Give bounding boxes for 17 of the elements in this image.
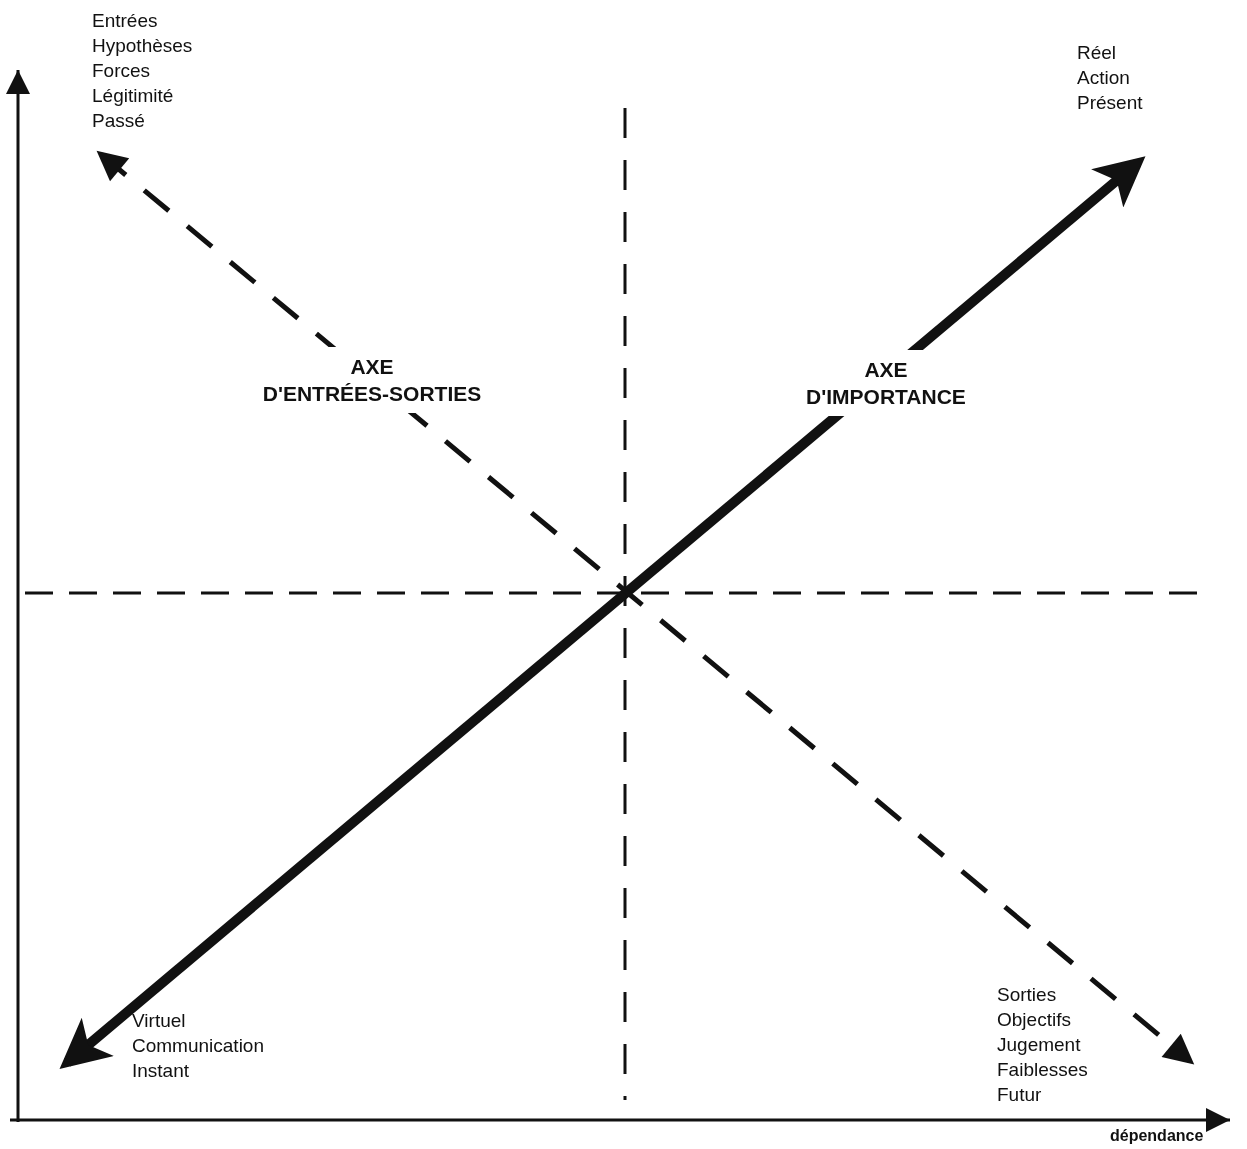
term-label: Sorties	[997, 983, 1058, 1007]
term-label: Virtuel	[132, 1009, 187, 1033]
term-label: Hypothèses	[92, 34, 194, 58]
term-label: Action	[1077, 66, 1131, 90]
term-label: Légitimité	[92, 84, 175, 108]
term-label: Présent	[1077, 91, 1144, 115]
term-label: Forces	[92, 59, 152, 83]
term-label: Futur	[997, 1083, 1043, 1107]
term-label: Jugement	[997, 1033, 1082, 1057]
term-label: Communication	[132, 1034, 265, 1058]
term-label: Entrées	[92, 9, 159, 33]
term-label: Objectifs	[997, 1008, 1072, 1032]
term-label: Faiblesses	[997, 1058, 1089, 1082]
term-label: Passé	[92, 109, 146, 133]
term-label: Instant	[132, 1059, 191, 1083]
axis-label: dépendance	[1110, 1127, 1204, 1145]
term-label: Réel	[1077, 41, 1118, 65]
